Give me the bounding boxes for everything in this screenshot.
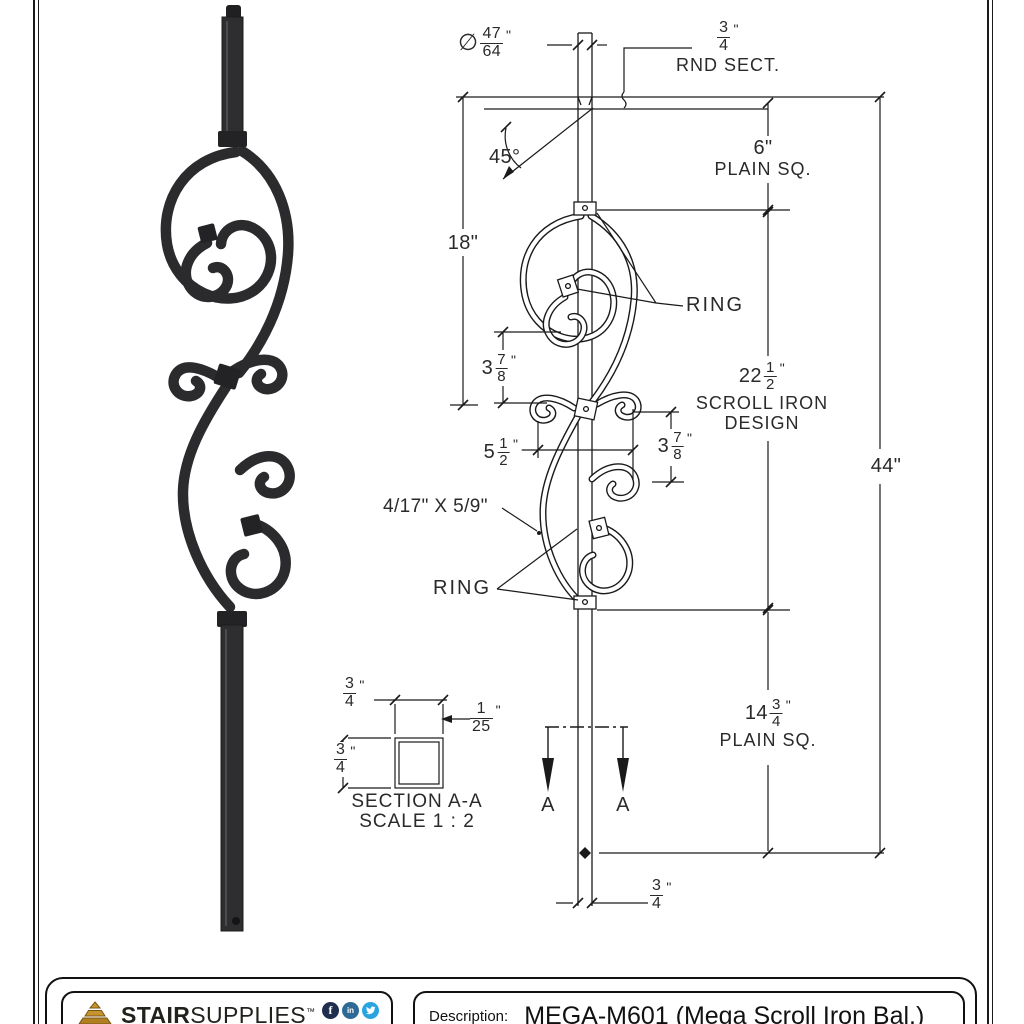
cut-label-a-right: A — [616, 794, 630, 816]
description-box: Description: MEGA-M601 (Mega Scroll Iron… — [413, 991, 965, 1024]
cutting-plane — [542, 726, 629, 792]
section-title: SECTION A-A — [351, 791, 483, 812]
scroll-line-art — [519, 201, 642, 610]
sheet-left-border — [33, 0, 39, 1024]
brand-wordmark: STAIRSUPPLIES™ — [121, 1002, 316, 1024]
label-ring-lower: RING — [433, 577, 491, 599]
linkedin-icon: in — [342, 1002, 359, 1019]
shaft-lines — [577, 32, 593, 906]
cut-label-a-left: A — [541, 794, 555, 816]
sheet-right-border — [987, 0, 993, 1024]
section-scale: SCALE 1 : 2 — [359, 811, 475, 832]
title-block: STAIRSUPPLIES™ f in Description: MEGA-M6… — [45, 977, 977, 1024]
ring-collars — [556, 201, 610, 610]
social-icons: f in — [322, 1002, 379, 1019]
description-label: Description: — [429, 1008, 509, 1024]
dim-44: 44" — [867, 455, 905, 478]
label-plain-sq-top: 6" PLAIN SQ. — [714, 137, 812, 180]
facebook-icon: f — [322, 1002, 339, 1019]
baluster-render — [160, 5, 295, 932]
description-value: MEGA-M601 (Mega Scroll Iron Bal.) — [524, 1002, 925, 1024]
label-ring-upper: RING — [686, 294, 744, 316]
dimension-lines — [450, 39, 886, 909]
diameter-symbol: ∅ — [458, 29, 479, 56]
technical-drawing — [337, 32, 886, 909]
dimension-ticks — [457, 39, 886, 909]
dim-angle-45: 45° — [489, 146, 521, 168]
twitter-icon — [362, 1002, 379, 1019]
dim-18: 18" — [444, 232, 482, 255]
stairsupplies-logo-icon — [78, 1001, 112, 1024]
logo-box: STAIRSUPPLIES™ f in — [61, 991, 393, 1024]
label-wire-size: 4/17" X 5/9" — [383, 496, 488, 517]
